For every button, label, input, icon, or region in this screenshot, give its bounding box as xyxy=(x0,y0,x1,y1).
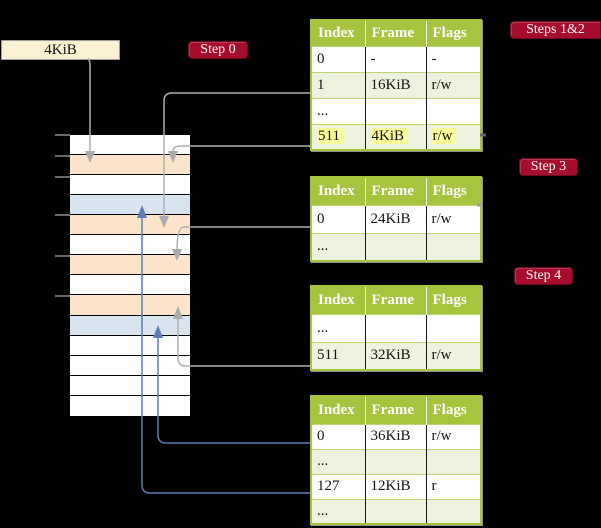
page-table-step-3: Index Frame Flags 0 24KiB r/w ... xyxy=(310,176,482,262)
header-index: Index xyxy=(311,286,365,314)
table-cell xyxy=(425,313,481,342)
header-flags: Flags xyxy=(425,396,481,424)
header-index: Index xyxy=(311,396,365,424)
table-row: 511 32KiB r/w xyxy=(311,341,481,370)
table-cell: 1 xyxy=(311,71,365,98)
table-cell: 36KiB xyxy=(364,423,426,449)
memory-column xyxy=(70,135,190,416)
table-cell: 16KiB xyxy=(364,71,426,98)
table-row-highlighted: 511 4KiB r/w xyxy=(311,123,481,150)
table-header-row: Index Frame Flags xyxy=(311,20,481,46)
table-cell xyxy=(425,448,481,474)
table-row: ... xyxy=(311,232,481,261)
table-cell: ... xyxy=(311,313,365,342)
highlighted-value: r/w xyxy=(431,128,456,145)
table-cell: r/w xyxy=(425,423,481,449)
table-row: ... xyxy=(311,313,481,342)
memory-row xyxy=(70,356,190,375)
table-cell xyxy=(364,97,426,124)
table-header-row: Index Frame Flags xyxy=(311,177,481,205)
table-cell: ... xyxy=(311,498,365,524)
table-cell xyxy=(364,498,426,524)
table-cell: r/w xyxy=(425,71,481,98)
header-frame: Frame xyxy=(364,286,426,314)
table-cell: - xyxy=(364,45,426,72)
table-cell: 511 xyxy=(311,123,365,150)
memory-row xyxy=(70,175,190,194)
table-cell: - xyxy=(425,45,481,72)
table-cell: 4KiB xyxy=(364,123,426,150)
table-cell: 0 xyxy=(311,204,365,233)
memory-row xyxy=(70,376,190,395)
memory-row xyxy=(70,295,190,315)
table-cell: 12KiB xyxy=(364,473,426,499)
table-cell xyxy=(425,232,481,261)
table-header-row: Index Frame Flags xyxy=(311,286,481,314)
table-row: 0 24KiB r/w xyxy=(311,204,481,233)
table-cell: 0 xyxy=(311,423,365,449)
badge-step-4: Step 4 xyxy=(514,267,573,285)
memory-row xyxy=(70,255,190,274)
header-frame: Frame xyxy=(364,396,426,424)
table-cell: r/w xyxy=(425,123,481,150)
table-row: ... xyxy=(311,97,481,124)
table-header-row: Index Frame Flags xyxy=(311,396,481,424)
table-row: ... xyxy=(311,448,481,474)
page-table-step-4: Index Frame Flags ... 511 32KiB r/w xyxy=(310,285,482,371)
table-cell xyxy=(364,448,426,474)
arrow-t3-entry511-to-32kib xyxy=(177,318,310,367)
header-frame: Frame xyxy=(364,177,426,205)
header-flags: Flags xyxy=(425,286,481,314)
table-row: ... xyxy=(311,498,481,524)
table-cell: 24KiB xyxy=(364,204,426,233)
table-row: 127 12KiB r xyxy=(311,473,481,499)
badge-step-0: Step 0 xyxy=(188,41,248,59)
table-row: 0 36KiB r/w xyxy=(311,423,481,449)
table-cell: 127 xyxy=(311,473,365,499)
header-frame: Frame xyxy=(364,20,426,46)
badge-steps-1-2: Steps 1&2 xyxy=(510,21,601,39)
memory-row xyxy=(70,195,190,214)
badge-step-3: Step 3 xyxy=(519,158,578,176)
table-cell: 511 xyxy=(311,341,365,370)
header-flags: Flags xyxy=(425,20,481,46)
highlighted-value: 511 xyxy=(317,128,343,145)
address-tick-marks xyxy=(55,134,70,297)
page-table-steps-1-2: Index Frame Flags 0 - - 1 16KiB r/w ... … xyxy=(310,19,482,151)
page-size-box: 4KiB xyxy=(1,40,120,60)
table-cell xyxy=(364,232,426,261)
arrow-t1-entry511-to-4kib xyxy=(172,145,310,152)
table-cell: ... xyxy=(311,232,365,261)
page-table-leaf: Index Frame Flags 0 36KiB r/w ... 127 12… xyxy=(310,395,482,525)
memory-row xyxy=(70,396,190,416)
table-cell: r xyxy=(425,473,481,499)
table-cell: ... xyxy=(311,448,365,474)
table-row: 0 - - xyxy=(311,45,481,72)
memory-row xyxy=(70,215,190,234)
table-cell: 0 xyxy=(311,45,365,72)
table-row: 1 16KiB r/w xyxy=(311,71,481,98)
memory-row xyxy=(70,135,190,154)
header-index: Index xyxy=(311,177,365,205)
arrow-t2-entry0-to-24kib xyxy=(176,226,310,251)
header-flags: Flags xyxy=(425,177,481,205)
memory-row xyxy=(70,316,190,335)
table-cell: r/w xyxy=(425,341,481,370)
highlighted-value: 4KiB xyxy=(370,128,408,145)
table-cell xyxy=(364,313,426,342)
table-cell: ... xyxy=(311,97,365,124)
table-cell xyxy=(425,97,481,124)
memory-row xyxy=(70,235,190,254)
table-cell: 32KiB xyxy=(364,341,426,370)
header-index: Index xyxy=(311,20,365,46)
memory-row xyxy=(70,155,190,174)
table-cell: r/w xyxy=(425,204,481,233)
memory-row xyxy=(70,275,190,294)
table-cell xyxy=(425,498,481,524)
memory-row xyxy=(70,336,190,355)
